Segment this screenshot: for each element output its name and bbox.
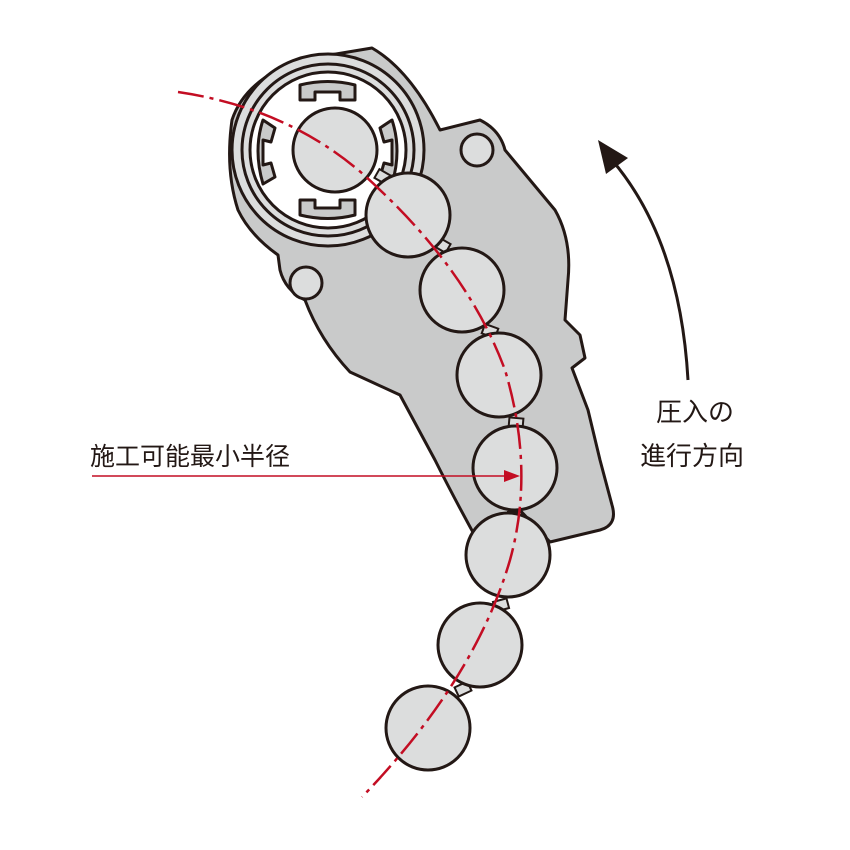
direction-arrow-head: [598, 140, 628, 174]
chuck-jaw: [298, 198, 357, 220]
direction-arrow-shaft: [610, 159, 690, 381]
roller: [464, 511, 552, 599]
chuck-jaw: [256, 118, 277, 186]
min-radius-label: 施工可能最小半径: [90, 442, 291, 471]
roller: [418, 246, 506, 334]
roller: [455, 331, 543, 419]
roller: [436, 601, 524, 689]
roller: [471, 424, 559, 512]
bolt-hole: [288, 265, 324, 301]
roller: [291, 106, 379, 194]
pipe-rollers: [291, 106, 559, 772]
roller: [364, 171, 452, 259]
bolt-hole: [459, 132, 495, 168]
roller: [384, 684, 472, 772]
chuck-jaw: [298, 80, 357, 102]
radius-leader-arrowhead: [504, 470, 520, 482]
min-radius-arc: [177, 90, 523, 798]
direction-label-line1: 圧入の: [656, 398, 735, 428]
direction-label-line2: 進行方向: [640, 442, 745, 472]
